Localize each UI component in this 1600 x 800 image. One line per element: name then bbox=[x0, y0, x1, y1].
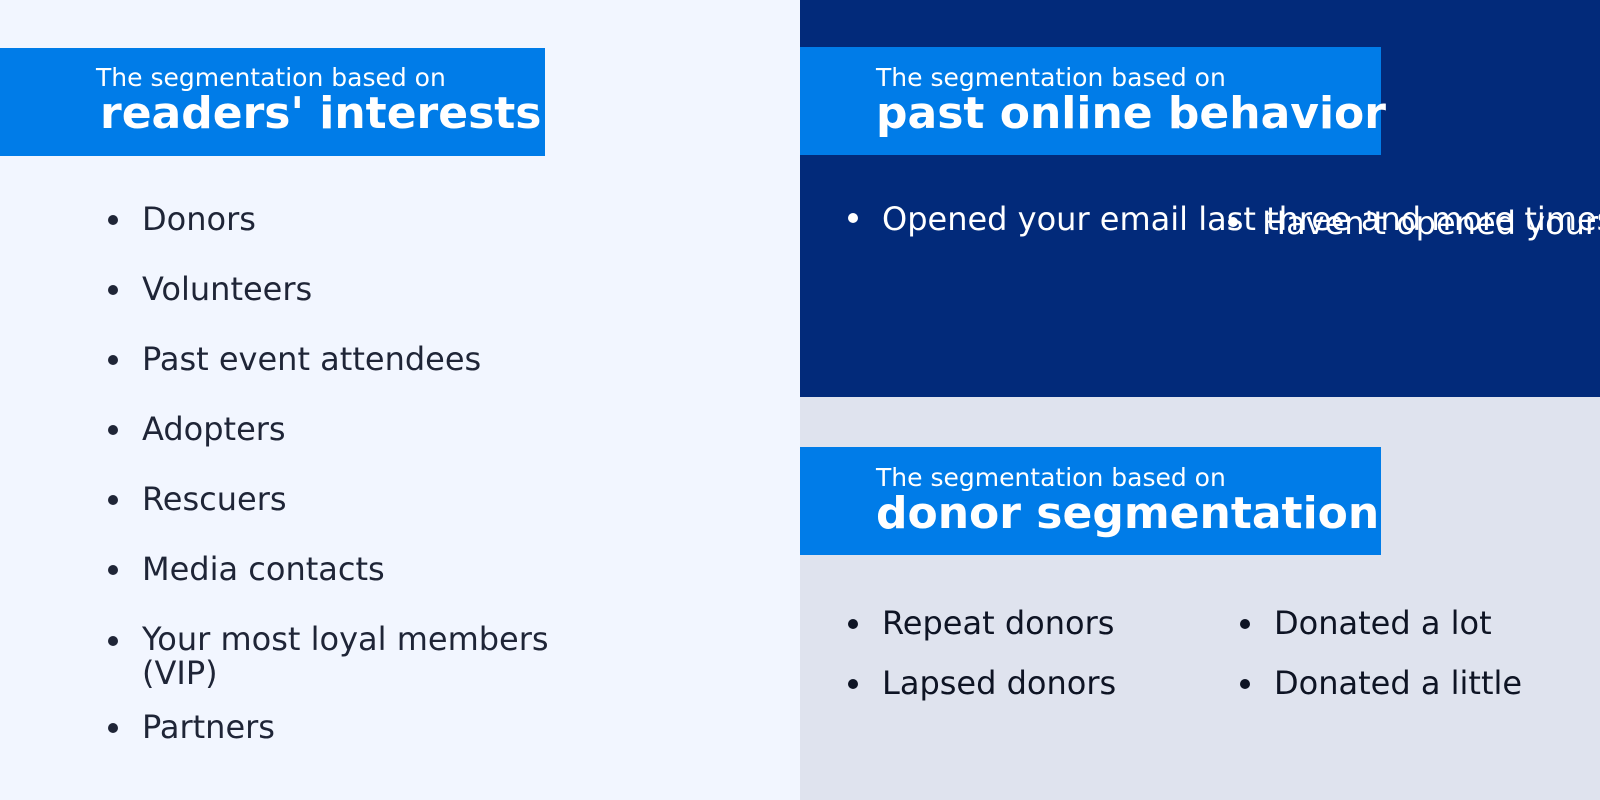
list-item: Media contacts bbox=[108, 546, 622, 616]
list-item: Volunteers bbox=[108, 266, 622, 336]
list-item: Opened your email last three and more ti… bbox=[848, 194, 1600, 244]
interests-banner: The segmentation based on readers' inter… bbox=[0, 48, 545, 156]
bullet-dot-icon bbox=[1228, 217, 1238, 227]
list-item: Repeat donors bbox=[848, 600, 1116, 660]
donor-banner: The segmentation based on donor segmenta… bbox=[800, 447, 1381, 555]
bullet-dot-icon bbox=[108, 636, 118, 646]
donor-list-right: Donated a lot Donated a little bbox=[1240, 600, 1522, 720]
bullet-dot-icon bbox=[108, 565, 118, 575]
behavior-list-right: Haven't opened your emails once in a whi… bbox=[1228, 198, 1600, 248]
interests-title: readers' interests bbox=[100, 88, 542, 139]
bullet-dot-icon bbox=[1240, 679, 1250, 689]
bullet-dot-icon bbox=[1240, 619, 1250, 629]
bullet-dot-icon bbox=[108, 355, 118, 365]
interests-subtitle: The segmentation based on bbox=[96, 63, 446, 92]
behavior-list-left: Opened your email last three and more ti… bbox=[848, 194, 1600, 244]
list-item: Partners bbox=[108, 704, 622, 774]
interests-list: Donors Volunteers Past event attendees A… bbox=[108, 196, 622, 774]
list-item: Haven't opened your emails once in a whi… bbox=[1228, 198, 1600, 248]
list-item: Past event attendees bbox=[108, 336, 622, 406]
bullet-dot-icon bbox=[108, 425, 118, 435]
bullet-dot-icon bbox=[848, 619, 858, 629]
list-item: Donated a little bbox=[1240, 660, 1522, 720]
behavior-title: past online behavior bbox=[876, 88, 1386, 139]
donor-subtitle: The segmentation based on bbox=[876, 463, 1226, 492]
behavior-subtitle: The segmentation based on bbox=[876, 63, 1226, 92]
list-item: Donors bbox=[108, 196, 622, 266]
list-item: Adopters bbox=[108, 406, 622, 476]
list-item: Donated a lot bbox=[1240, 600, 1522, 660]
bullet-dot-icon bbox=[108, 723, 118, 733]
bullet-dot-icon bbox=[108, 495, 118, 505]
donor-list-left: Repeat donors Lapsed donors bbox=[848, 600, 1116, 720]
bullet-dot-icon bbox=[108, 215, 118, 225]
bullet-dot-icon bbox=[108, 285, 118, 295]
bullet-dot-icon bbox=[848, 213, 858, 223]
donor-title: donor segmentation bbox=[876, 488, 1380, 539]
list-item: Lapsed donors bbox=[848, 660, 1116, 720]
list-item: Your most loyal members (VIP) bbox=[108, 616, 622, 704]
list-item: Rescuers bbox=[108, 476, 622, 546]
bullet-dot-icon bbox=[848, 679, 858, 689]
behavior-banner: The segmentation based on past online be… bbox=[800, 47, 1386, 155]
